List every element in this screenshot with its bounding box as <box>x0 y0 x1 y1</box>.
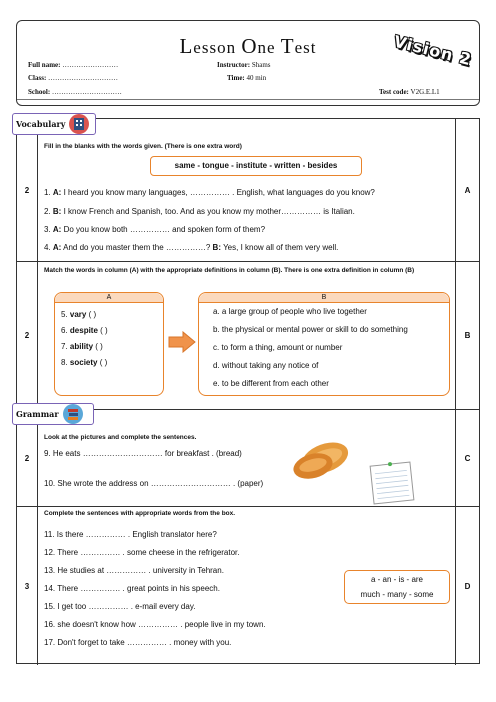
paper-note-image <box>369 461 415 505</box>
match-item: 8. society ( ) <box>61 358 108 367</box>
question-line: 12. There …………… . some cheese in the ref… <box>44 548 240 557</box>
letter-cell: C <box>455 410 479 506</box>
full-name-field: Full name: …………………… <box>28 61 119 69</box>
question-line: 2. B: I know French and Spanish, too. An… <box>44 207 355 216</box>
time-field: Time: 40 min <box>227 74 267 82</box>
question-line: 16. she doesn't know how …………… . people … <box>44 620 266 629</box>
test-table: 2 Fill in the blanks with the words give… <box>16 118 480 665</box>
instruction-text: Match the words in column (A) with the a… <box>44 267 415 274</box>
question-content: Complete the sentences with appropriate … <box>44 507 450 665</box>
column-a-list: 5. vary ( ) 6. despite ( ) 7. ability ( … <box>61 307 108 371</box>
bread-image <box>293 442 349 479</box>
question-content: Fill in the blanks with the words given.… <box>44 119 449 261</box>
instructor-field: Instructor: Shams <box>217 61 271 69</box>
definition-item: a. a large group of people who live toge… <box>213 307 367 316</box>
letter-cell: A <box>455 119 479 261</box>
definition-item: e. to be different from each other <box>213 379 329 388</box>
definition-item: b. the physical or mental power or skill… <box>213 325 408 334</box>
score-cell: 3 <box>17 507 38 665</box>
letter-cell: B <box>455 262 479 409</box>
column-a-box: A 5. vary ( ) 6. despite ( ) 7. ability … <box>54 292 164 396</box>
question-row-b: 2 Match the words in column (A) with the… <box>17 262 479 410</box>
column-a-header: A <box>55 293 163 303</box>
question-line: 11. Is there …………… . English translator … <box>44 530 217 539</box>
instruction-text: Look at the pictures and complete the se… <box>44 434 197 441</box>
question-line: 10. She wrote the address on ………………………… … <box>44 479 264 488</box>
letter-cell: D <box>455 507 479 665</box>
grammar-section-tag: Grammar <box>12 403 94 425</box>
instruction-text: Fill in the blanks with the words given.… <box>44 143 242 150</box>
score-cell: 2 <box>17 119 38 261</box>
building-icon <box>69 114 90 134</box>
question-content: Match the words in column (A) with the a… <box>44 262 450 409</box>
test-header: Lesson One Test Vision 2 Full name: …………… <box>16 20 480 106</box>
column-b-list: a. a large group of people who live toge… <box>213 303 408 393</box>
school-field: School: ………………………… <box>28 88 122 96</box>
question-line: 15. I get too …………… . e-mail every day. <box>44 602 196 611</box>
question-content: Look at the pictures and complete the se… <box>44 410 449 506</box>
match-item: 7. ability ( ) <box>61 342 103 351</box>
vocabulary-section-tag: Vocabulary <box>12 113 96 135</box>
question-row-a: 2 Fill in the blanks with the words give… <box>17 119 479 262</box>
question-line: 9. He eats ………………………… for breakfast . (b… <box>44 449 242 458</box>
question-line: 17. Don't forget to take …………… . money w… <box>44 638 232 647</box>
score-cell: 2 <box>17 262 38 409</box>
definition-item: d. without taking any notice of <box>213 361 319 370</box>
match-item: 5. vary ( ) <box>61 310 97 319</box>
definition-item: c. to form a thing, amount or number <box>213 343 343 352</box>
word-options-box: a - an - is - are much - many - some <box>344 570 450 604</box>
instruction-text: Complete the sentences with appropriate … <box>44 510 236 517</box>
right-arrow-icon <box>168 331 196 353</box>
question-line: 1. A: I heard you know many languages, …… <box>44 188 375 197</box>
question-line: 13. He studies at …………… . university in … <box>44 566 224 575</box>
question-row-c: 2 Look at the pictures and complete the … <box>17 410 479 507</box>
question-line: 14. There …………… . great points in his sp… <box>44 584 220 593</box>
question-line: 3. A: Do you know both …………… and spoken … <box>44 225 266 234</box>
books-icon <box>62 404 83 424</box>
match-item: 6. despite ( ) <box>61 326 108 335</box>
class-field: Class: ………………………… <box>28 74 119 82</box>
test-title: Lesson One Test <box>179 34 317 58</box>
question-row-d: 3 Complete the sentences with appropriat… <box>17 507 479 665</box>
test-code-field: Test code: V2G.E.L1 <box>379 88 440 96</box>
question-line: 4. A: And do you master them the ……………? … <box>44 243 339 252</box>
column-b-box: B a. a large group of people who live to… <box>198 292 450 396</box>
header-divider <box>17 99 479 100</box>
score-cell: 2 <box>17 410 38 506</box>
word-box: same - tongue - institute - written - be… <box>150 156 362 176</box>
column-b-header: B <box>199 293 449 303</box>
